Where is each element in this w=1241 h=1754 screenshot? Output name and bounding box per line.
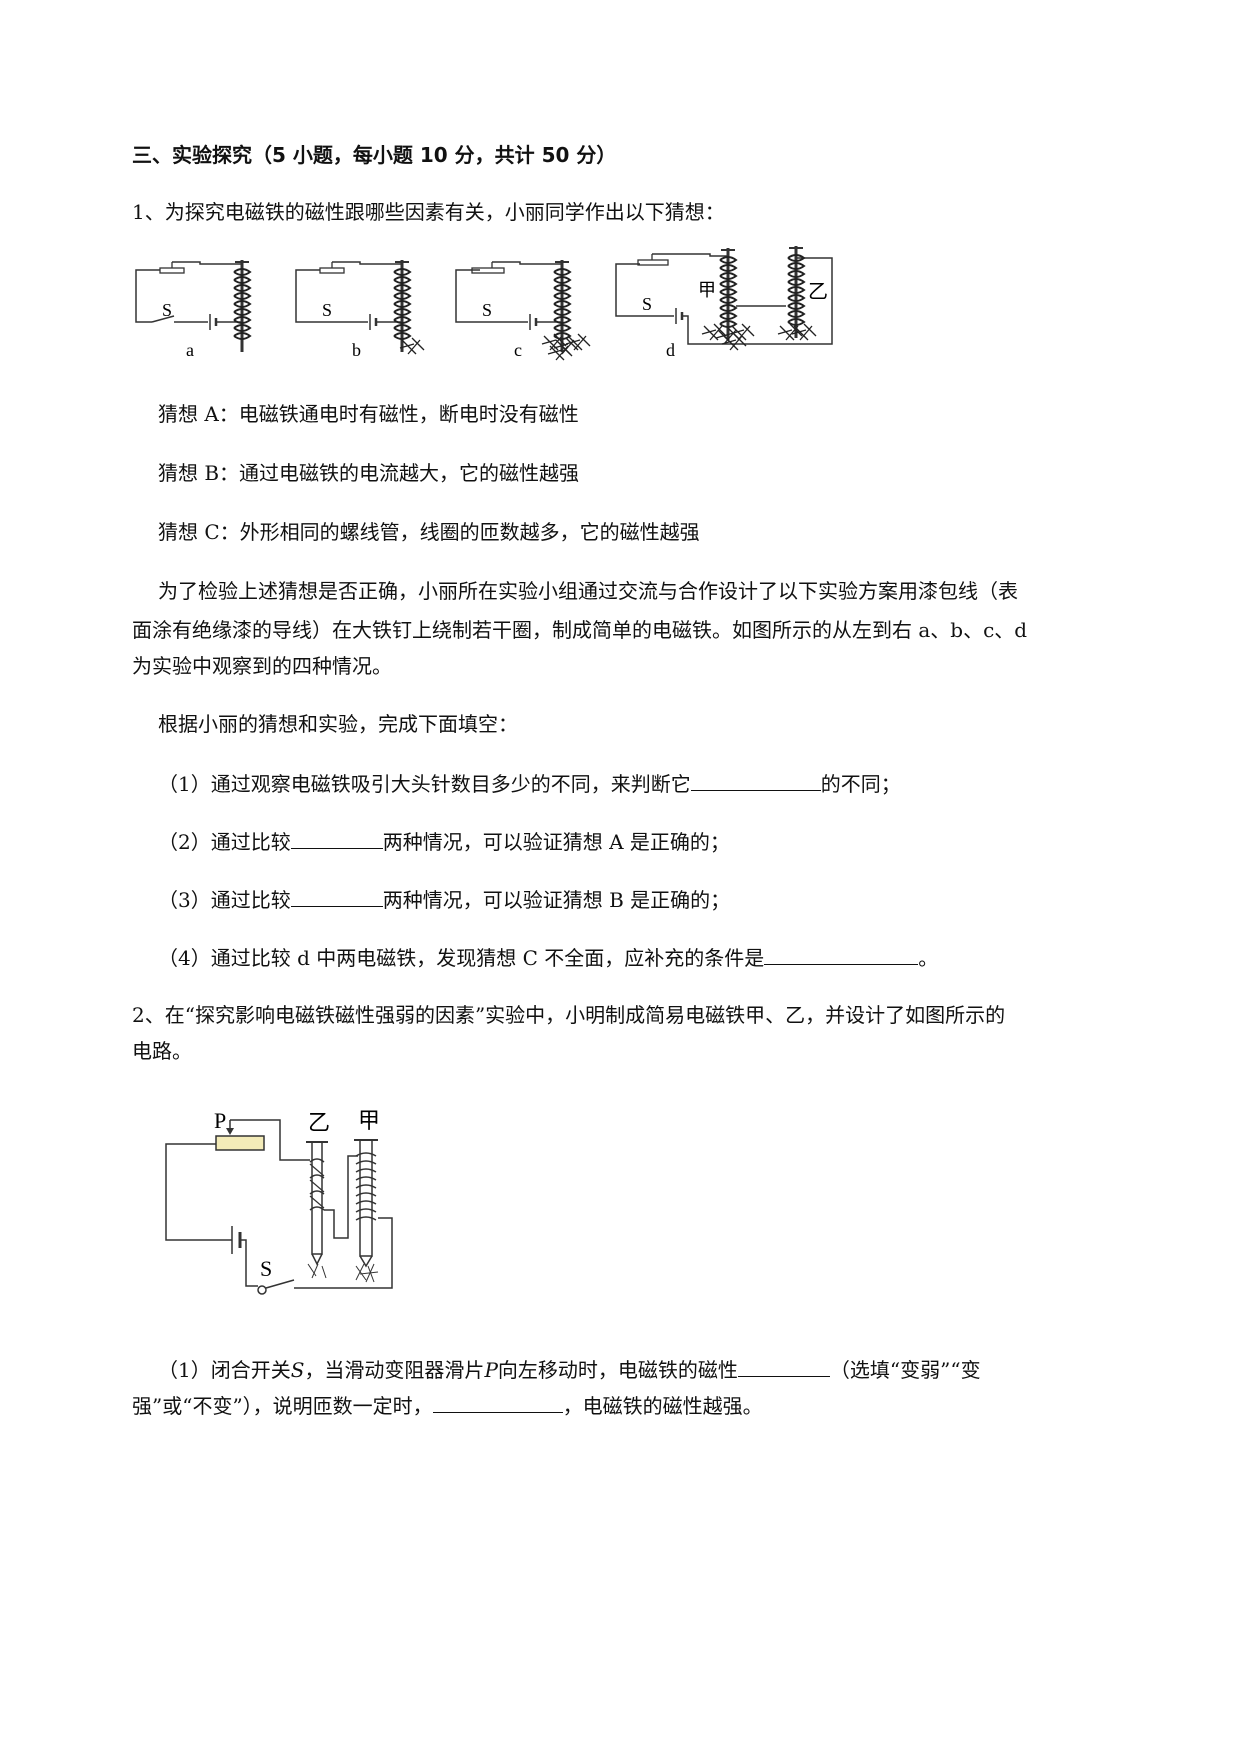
coil-label-yi: 乙 (808, 281, 828, 303)
answer-blank-5[interactable] (737, 1354, 830, 1377)
q1-figure: S a S b (135, 244, 833, 361)
design-line-3: 为实验中观察到的四种情况。 (132, 654, 392, 678)
panel-a: S a (135, 258, 252, 360)
q2-item-1-part1: （1）闭合开关 (158, 1358, 291, 1382)
panel-label-c: c (514, 340, 522, 360)
q1-intro: 1、为探究电磁铁的磁性跟哪些因素有关，小丽同学作出以下猜想： (132, 200, 725, 224)
panel-b: S b (295, 258, 425, 360)
coil-yi: 乙 (306, 1110, 358, 1279)
q1-item-2: （2）通过比较 两种情况，可以验证猜想 A 是正确的； (158, 826, 730, 856)
section-title: 三、实验探究（5 小题，每小题 10 分，共计 50 分） (132, 143, 617, 167)
q1-item-4-suffix: 。 (918, 946, 939, 970)
q2-item-1-part3: 向左移动时，电磁铁的磁性 (497, 1358, 738, 1382)
q2-intro-line-2: 电路。 (132, 1039, 192, 1063)
hypothesis-a: 猜想 A：电磁铁通电时有磁性，断电时没有磁性 (158, 402, 579, 426)
hypothesis-b: 猜想 B：通过电磁铁的电流越大，它的磁性越强 (158, 461, 580, 485)
panel-d: S 甲 乙 d (615, 244, 833, 360)
switch-label-d: S (642, 294, 652, 314)
q2-figure: P 乙 甲 S (165, 1108, 393, 1295)
q1-item-1: （1）通过观察电磁铁吸引大头针数目多少的不同，来判断它 的不同； (158, 768, 901, 798)
var-s: S (290, 1358, 305, 1382)
answer-blank-4[interactable] (764, 942, 919, 965)
panel-label-d: d (666, 340, 675, 360)
q1-item-2-suffix: 两种情况，可以验证猜想 A 是正确的； (382, 830, 730, 854)
q2-item-1-line-2: 强”或“不变”），说明匝数一定时， ，电磁铁的磁性越强。 (132, 1390, 763, 1420)
q1-item-2-text: （2）通过比较 (158, 830, 291, 854)
var-p: P (484, 1358, 498, 1382)
q2-item-1-line-1: （1）闭合开关S，当滑动变阻器滑片P向左移动时，电磁铁的磁性 （选填“变弱”“变 (158, 1354, 981, 1384)
q1-item-3-text: （3）通过比较 (158, 888, 291, 912)
q1-item-3: （3）通过比较 两种情况，可以验证猜想 B 是正确的； (158, 884, 730, 914)
q1-item-3-suffix: 两种情况，可以验证猜想 B 是正确的； (382, 888, 731, 912)
coil-label-jia: 甲 (698, 280, 716, 300)
panel-c: S c (455, 258, 591, 361)
design-line-2: 面涂有绝缘漆的导线）在大铁钉上绕制若干圈，制成简单的电磁铁。如图所示的从左到右 … (132, 618, 1028, 642)
q2-item-1-part4: （选填“变弱”“变 (829, 1358, 981, 1382)
q1-item-1-text: （1）通过观察电磁铁吸引大头针数目多少的不同，来判断它 (158, 772, 691, 796)
switch-label-a: S (162, 300, 172, 320)
slider-label-p: P (214, 1108, 226, 1133)
q1-item-4: （4）通过比较 d 中两电磁铁，发现猜想 C 不全面，应补充的条件是 。 (158, 942, 938, 972)
design-line-1: 为了检验上述猜想是否正确，小丽所在实验小组通过交流与合作设计了以下实验方案用漆包… (158, 579, 1018, 603)
switch-label-b: S (322, 300, 332, 320)
q1-item-4-text: （4）通过比较 d 中两电磁铁，发现猜想 C 不全面，应补充的条件是 (158, 946, 765, 970)
q2-item-1-part2: ，当滑动变阻器滑片 (304, 1358, 485, 1382)
panel-label-b: b (352, 340, 361, 360)
q2-item-1-line2-text: 强”或“不变”），说明匝数一定时， (132, 1394, 433, 1418)
panel-label-a: a (186, 340, 194, 360)
q1-task: 根据小丽的猜想和实验，完成下面填空： (158, 712, 518, 736)
answer-blank-1[interactable] (690, 768, 821, 791)
answer-blank-2[interactable] (290, 826, 383, 849)
q2-intro-line-1: 2、在“探究影响电磁铁磁性强弱的因素”实验中，小明制成简易电磁铁甲、乙，并设计了… (132, 1003, 1006, 1027)
q1-item-1-suffix: 的不同； (820, 772, 901, 796)
coil-label-jia-2: 甲 (358, 1108, 380, 1133)
switch-label-s: S (260, 1256, 272, 1281)
answer-blank-3[interactable] (290, 884, 383, 907)
coil-jia: 甲 (354, 1108, 380, 1283)
coil-label-yi-2: 乙 (308, 1110, 330, 1135)
hypothesis-c: 猜想 C：外形相同的螺线管，线圈的匝数越多，它的磁性越强 (158, 520, 700, 544)
answer-blank-6[interactable] (432, 1390, 563, 1413)
switch-label-c: S (482, 300, 492, 320)
q2-item-1-line2-suffix: ，电磁铁的磁性越强。 (562, 1394, 763, 1418)
